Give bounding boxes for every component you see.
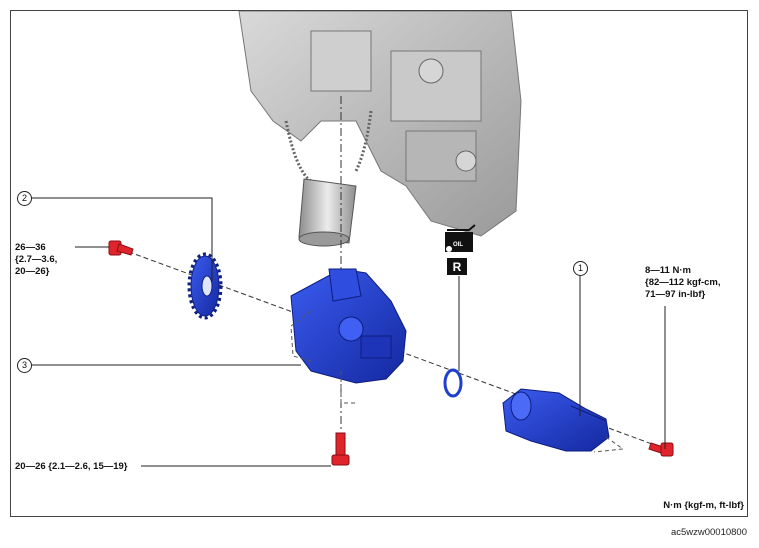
oil-pump-body (290, 268, 407, 404)
torque-left-line-3: 20—26} (15, 266, 50, 277)
o-ring (443, 368, 463, 398)
torque-right-line-2: {82—112 kgf-cm, (645, 277, 721, 288)
left-bolt (108, 240, 134, 256)
leader-lines (29, 197, 666, 467)
figure-code: ac5wzw00010800 (670, 527, 747, 538)
right-bolt (648, 442, 674, 457)
oil-can-symbol (445, 224, 476, 252)
engine-block (238, 11, 522, 237)
callout-number-1: 1 (573, 261, 588, 276)
bottom-bolt (331, 432, 350, 466)
oil-symbol-text: OIL (453, 242, 463, 248)
replace-symbol-letter: R (453, 260, 462, 274)
diagram-frame: OIL R 2 3 1 26—36 {2.7—3.6, 20—26} 8—11 … (10, 10, 748, 517)
callout-number-2: 2 (17, 191, 32, 206)
callout-number-3: 3 (17, 358, 32, 373)
torque-left-line-2: {2.7—3.6, (15, 254, 58, 265)
exploded-view-illustration: OIL R (29, 11, 674, 467)
replace-part-symbol (447, 258, 467, 275)
torque-bottom: 20—26 {2.1—2.6, 15—19} (15, 461, 128, 472)
oil-filter (298, 178, 357, 247)
oil-strainer (502, 388, 625, 453)
torque-right-line-1: 8—11 N·m (645, 265, 691, 276)
units-note: N·m {kgf-m, ft-lbf} (663, 500, 744, 511)
oil-pump-sprocket (187, 252, 223, 320)
torque-left-line-1: 26—36 (15, 242, 46, 253)
torque-right-line-3: 71—97 in-lbf} (645, 289, 706, 300)
